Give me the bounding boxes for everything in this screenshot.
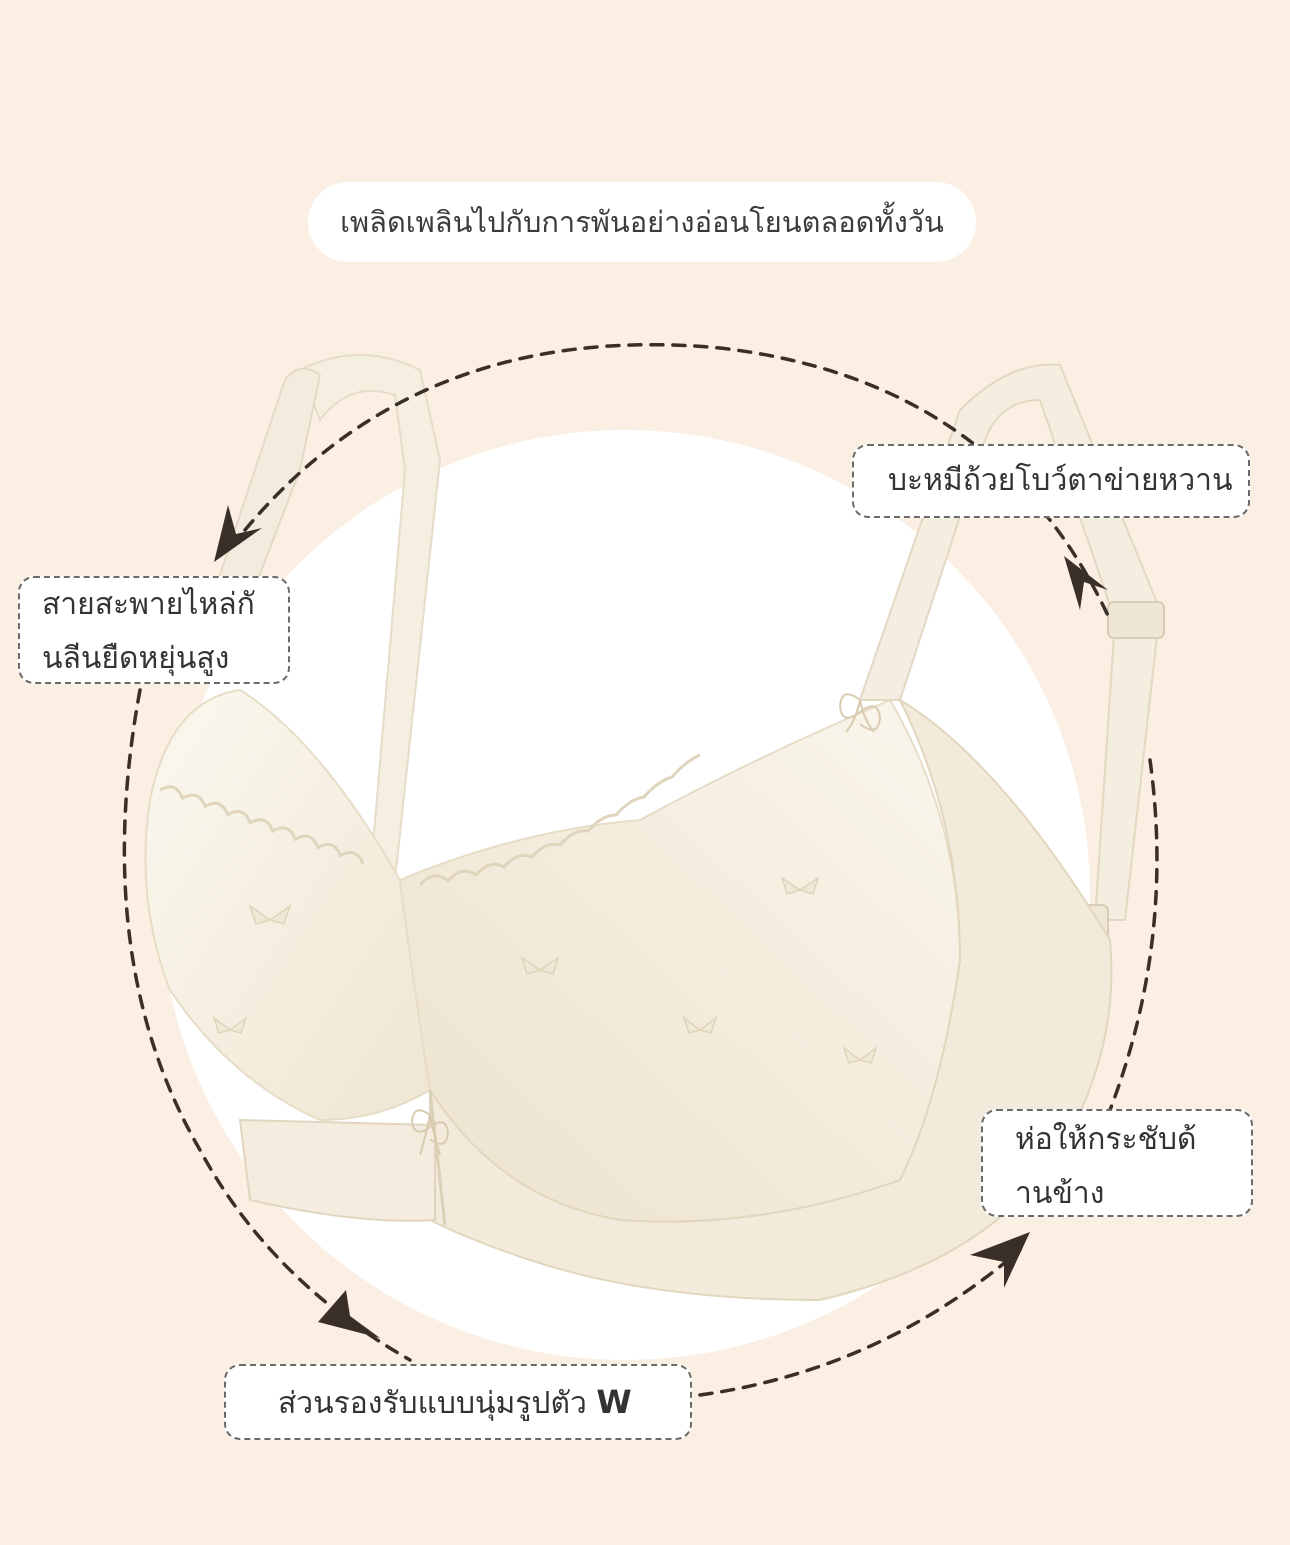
butterfly-motif	[248, 904, 292, 925]
callout-support-letter: W	[596, 1383, 632, 1421]
butterfly-motif	[682, 1015, 718, 1034]
headline-text: เพลิดเพลินไปกับการพันอย่างอ่อนโยนตลอดทั้…	[340, 205, 944, 239]
right-lace-edge	[418, 753, 701, 887]
butterfly-motif	[780, 876, 820, 895]
butterfly-motif	[520, 956, 560, 975]
butterfly-motif	[842, 1045, 878, 1064]
callout-support: ส่วนรองรับแบบนุ่มรูปตัว W	[224, 1364, 692, 1440]
callout-side-wrap: ห่อให้กระชับด้ านข้าง	[981, 1109, 1253, 1217]
callout-lace-trim-text: บะหมีถ้วยโบว์ตาข่ายหวาน	[888, 463, 1233, 498]
bow-icon	[838, 693, 882, 733]
callout-side-wrap-line2: านข้าง	[1015, 1176, 1105, 1211]
arrow-head-icon	[970, 1232, 1030, 1288]
dashed-path-right	[1108, 758, 1159, 1112]
callout-shoulder-strap-line2: นลีนยืดหยุ่นสูง	[42, 641, 230, 676]
arrow-head-icon	[318, 1290, 380, 1338]
dashed-path-left	[122, 688, 412, 1362]
dashed-path-bottom	[698, 1248, 1022, 1397]
arrow-head-icon	[1064, 556, 1108, 610]
arrow-head-icon	[214, 505, 262, 562]
right-strap-slider	[1107, 601, 1165, 639]
callout-side-wrap-line1: ห่อให้กระชับด้	[1015, 1122, 1197, 1157]
bow-icon	[410, 1109, 450, 1156]
callout-shoulder-strap: สายสะพายไหล่กั นลีนยืดหยุ่นสูง	[18, 576, 290, 684]
callout-shoulder-strap-line1: สายสะพายไหล่กั	[42, 587, 255, 622]
headline-pill: เพลิดเพลินไปกับการพันอย่างอ่อนโยนตลอดทั้…	[308, 182, 976, 262]
left-lace-edge	[159, 785, 365, 865]
callout-lace-trim: บะหมีถ้วยโบว์ตาข่ายหวาน	[852, 444, 1250, 518]
side-wing	[429, 697, 1113, 1302]
lower-band	[238, 1118, 436, 1222]
callout-support-text: ส่วนรองรับแบบนุ่มรูปตัว	[278, 1386, 587, 1421]
center-gore	[428, 1089, 447, 1226]
butterfly-motif	[212, 1015, 248, 1034]
